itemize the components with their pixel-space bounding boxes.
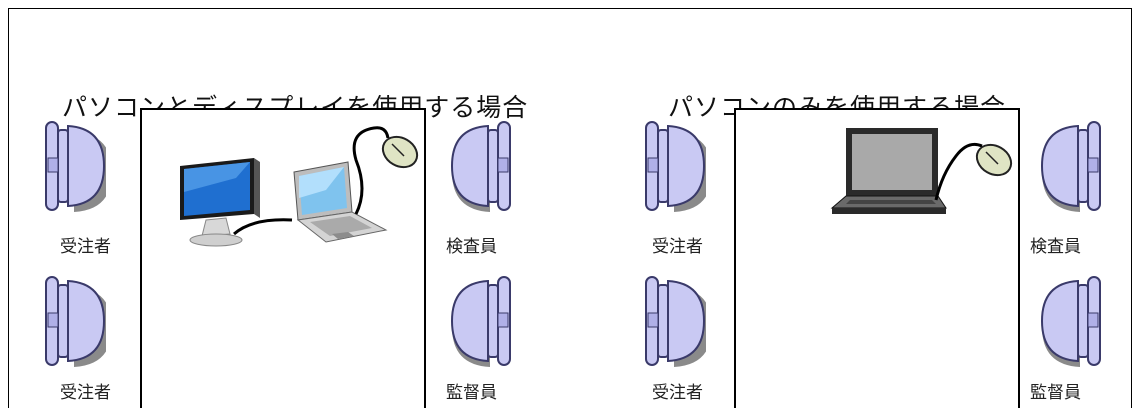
chair-right-bottom	[450, 275, 516, 367]
chair-right-top-2	[1040, 120, 1106, 212]
chair-left-top	[40, 120, 106, 212]
label-contractor-2: 受注者	[60, 383, 111, 403]
chair-left-bottom	[40, 275, 106, 367]
label-contractor-4: 受注者	[652, 383, 703, 403]
monitor-icon	[176, 156, 262, 248]
mouse-icon-2	[968, 130, 1016, 182]
table-left	[140, 108, 426, 408]
chair-right-top	[450, 120, 516, 212]
table-right	[734, 108, 1020, 408]
diagram-frame	[8, 8, 1132, 408]
cable-lines	[233, 126, 390, 236]
label-supervisor-2: 監督員	[1030, 383, 1081, 403]
laptop-icon	[286, 154, 396, 246]
mouse-icon	[374, 122, 422, 174]
cable-line-2	[934, 142, 983, 201]
chair-left-top-2	[640, 120, 706, 212]
chair-left-bottom-2	[640, 275, 706, 367]
laptop-icon-2	[828, 124, 948, 228]
chair-right-bottom-2	[1040, 275, 1106, 367]
label-inspector-2: 検査員	[1030, 237, 1081, 257]
label-contractor-1: 受注者	[60, 237, 111, 257]
label-contractor-3: 受注者	[652, 237, 703, 257]
label-inspector: 検査員	[446, 237, 497, 257]
label-supervisor: 監督員	[446, 383, 497, 403]
